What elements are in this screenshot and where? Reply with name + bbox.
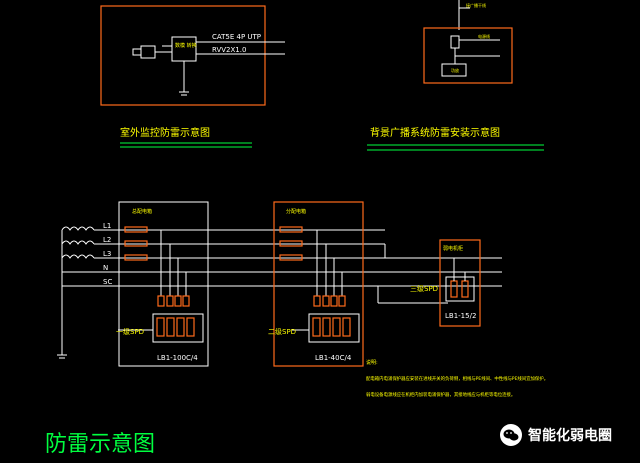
amplifier-box (441, 63, 467, 77)
panel3-frame (439, 239, 481, 327)
notes-line-1: 配电箱内电涌保护器应安装在进线开关的负荷侧，相线与PE线间、中性线与PE线间宜加… (366, 375, 548, 382)
panel3-spd-module (445, 276, 475, 302)
coil-l2 (61, 240, 95, 245)
line-label-n: N (103, 264, 108, 272)
watermark-text: 智能化弱电圈 (528, 428, 612, 444)
panel2-frame (273, 201, 364, 367)
main-title: 防雷示意图 (45, 432, 155, 457)
broadcast-lead-label: 接广播干线 (466, 2, 486, 8)
power-lines: L1 L2 L3 N SC (57, 222, 502, 359)
broadcast-spd-label: 电源线 (478, 33, 490, 39)
camera-lens (132, 48, 142, 56)
notes-head: 说明: (366, 359, 378, 366)
cable-label-1: CAT5E 4P UTP (212, 33, 261, 41)
amplifier-label: 功放 (451, 67, 459, 73)
weak-current-cabinet: 弱电机柜 三级SPD LB1-15/2 (410, 239, 481, 327)
panel1-title: 总配电箱 (132, 208, 152, 215)
watermark: 智能化弱电圈 (500, 418, 640, 452)
panel1-spd-label: 一级SPD (116, 327, 144, 336)
notes: 说明: 配电箱内电涌保护器应安装在进线开关的负荷侧，相线与PE线间、中性线与PE… (366, 359, 548, 398)
panel2-spd-label: 二级SPD (268, 327, 296, 336)
panel3-spd-label: 三级SPD (410, 284, 438, 293)
line-label-l2: L2 (103, 236, 111, 244)
panel2-spd-module (308, 313, 360, 343)
broadcast-spd (450, 35, 460, 49)
main-distribution-box: 总配电箱 一级SPD LB1-100C/4 (116, 201, 209, 367)
camera-icon (140, 45, 156, 59)
coil-l1 (61, 226, 95, 231)
cable-label-2: RVV2X1.0 (212, 46, 246, 54)
outdoor-frame (100, 5, 266, 106)
sub-distribution-box: 分配电箱 二级SPD LB1-40C/4 (268, 201, 364, 367)
line-label-l1: L1 (103, 222, 111, 230)
converter-box (171, 36, 197, 62)
broadcast-frame (423, 27, 513, 84)
outdoor-title: 室外监控防雷示意图 (120, 126, 210, 139)
coil-l3 (61, 254, 95, 259)
wechat-icon (500, 424, 522, 446)
panel3-model: LB1-15/2 (445, 312, 476, 320)
converter-label: 数模 转换 (175, 42, 197, 49)
panel2-model: LB1-40C/4 (315, 354, 352, 362)
panel2-title: 分配电箱 (286, 208, 306, 215)
panel1-spd-module (152, 313, 204, 343)
panel1-model: LB1-100C/4 (157, 354, 198, 362)
notes-line-2: 弱电设备电源线应在机柜内加装电涌保护器，其接地线应与机柜等电位连接。 (366, 391, 515, 398)
broadcast-title: 背景广播系统防雷安装示意图 (370, 126, 500, 139)
outdoor-surveillance-section: 数模 转换 CAT5E 4P UTP RVV2X1.0 室外监控防雷示意图 (100, 5, 285, 148)
line-label-sc: SC (103, 278, 112, 286)
line-label-l3: L3 (103, 250, 111, 258)
broadcast-section: 接广播干线 电源线 功放 背景广播系统防雷安装示意图 (367, 0, 544, 151)
panel3-title: 弱电机柜 (443, 245, 463, 252)
panel1-frame (118, 201, 209, 367)
